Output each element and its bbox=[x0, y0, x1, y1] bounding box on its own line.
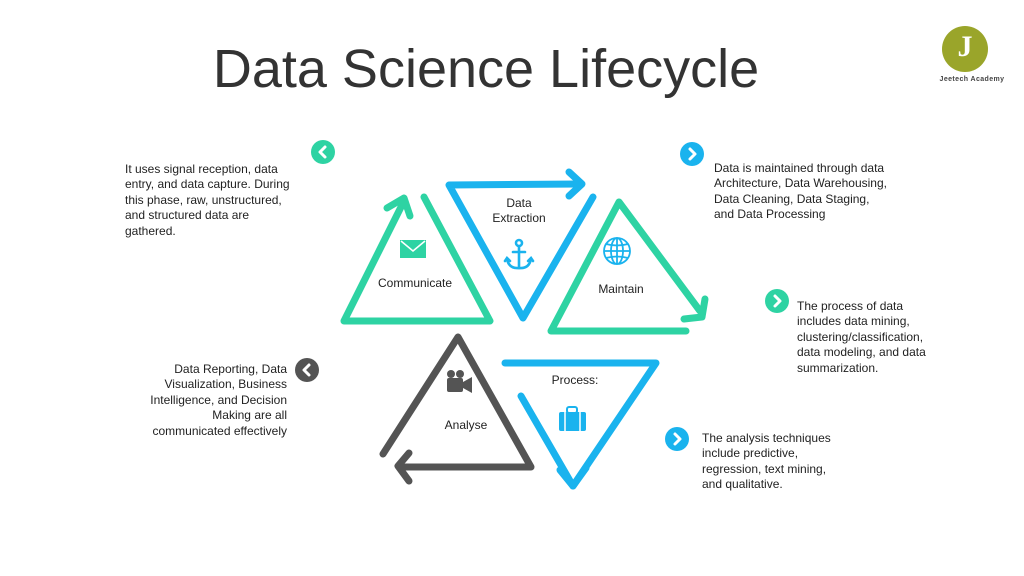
description-maintain: Data is maintained through data Architec… bbox=[714, 161, 887, 222]
maintain-triangle bbox=[547, 198, 704, 335]
analyse-arrowhead bbox=[394, 449, 413, 485]
stage-label-process: Process: bbox=[551, 373, 599, 387]
logo-text: Jeetech Academy bbox=[939, 76, 1005, 83]
page-title: Data Science Lifecycle bbox=[212, 39, 760, 99]
envelope-icon bbox=[400, 240, 426, 258]
process-triangle bbox=[501, 359, 660, 490]
video-camera-icon bbox=[447, 370, 472, 393]
chevron-left-icon bbox=[311, 140, 335, 164]
chevron-right-icon bbox=[665, 427, 689, 451]
process-arrowhead bbox=[556, 464, 590, 490]
stage-label-communicate: Communicate bbox=[377, 276, 453, 290]
description-process: The process of data includes data mining… bbox=[797, 299, 926, 375]
logo-badge bbox=[942, 26, 988, 72]
maintain-arrowhead bbox=[680, 295, 709, 323]
stage-label-analyse: Analyse bbox=[444, 418, 488, 432]
stage-label-data-extraction: Data Extraction bbox=[492, 196, 546, 225]
chevron-left-icon bbox=[295, 358, 319, 382]
data-extraction-arrowhead bbox=[565, 168, 586, 200]
communicate-arrowhead bbox=[383, 194, 414, 220]
globe-icon bbox=[603, 237, 631, 265]
communicate-triangle bbox=[340, 193, 494, 325]
anchor-icon bbox=[503, 238, 535, 270]
analyse-triangle bbox=[379, 333, 535, 471]
description-analyse: The analysis techniques include predicti… bbox=[702, 431, 831, 492]
description-data-extraction: It uses signal reception, data entry, an… bbox=[125, 162, 290, 238]
description-communicate: Data Reporting, Data Visualization, Busi… bbox=[150, 362, 287, 438]
chevron-right-icon bbox=[765, 289, 789, 313]
logo-initial: J bbox=[957, 30, 973, 63]
chevron-right-icon bbox=[680, 142, 704, 166]
briefcase-icon bbox=[559, 406, 586, 431]
stage-label-maintain: Maintain bbox=[598, 282, 644, 296]
logo: J Jeetech Academy bbox=[936, 24, 1006, 88]
data-extraction-triangle bbox=[445, 180, 597, 322]
